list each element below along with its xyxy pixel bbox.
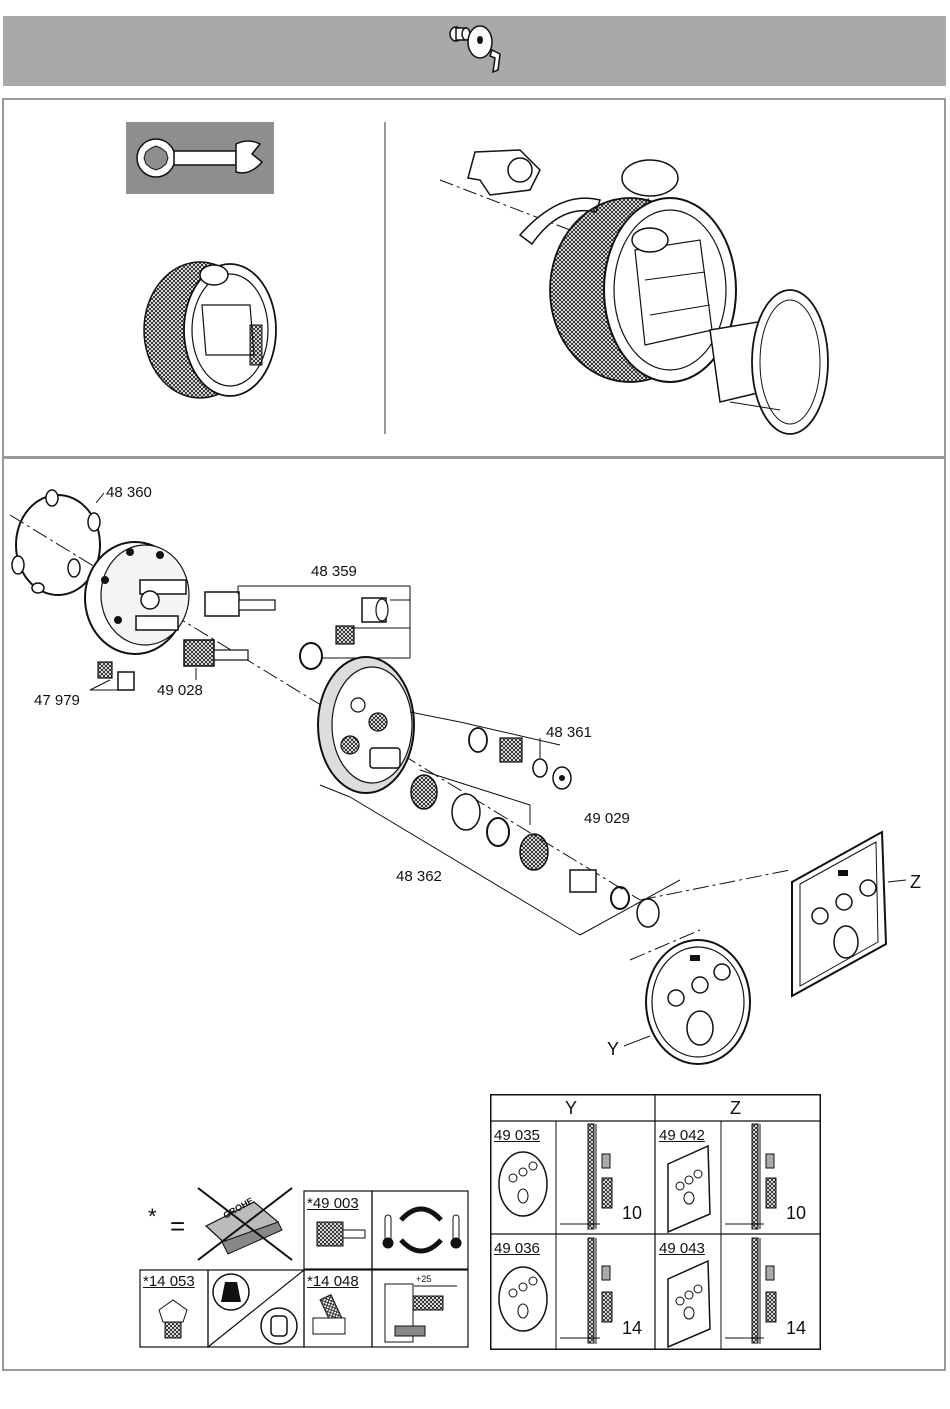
accessory-code-49003: *49 003 bbox=[307, 1196, 359, 1211]
part-label-z: Z bbox=[910, 873, 921, 891]
part-label-49028: 49 028 bbox=[157, 683, 203, 698]
table-z-code-row2: 49 043 bbox=[659, 1241, 705, 1256]
table-y-dim-row1: 10 bbox=[622, 1204, 642, 1222]
accessory-code-14053: *14 053 bbox=[143, 1274, 195, 1289]
table-z-dim-row2: 14 bbox=[786, 1319, 806, 1337]
part-label-48360: 48 360 bbox=[106, 485, 152, 500]
table-header-z: Z bbox=[730, 1099, 741, 1117]
table-y-code-row2: 49 036 bbox=[494, 1241, 540, 1256]
part-label-48359: 48 359 bbox=[311, 564, 357, 579]
parts-kit-icon bbox=[440, 20, 510, 80]
wrench-icon bbox=[130, 130, 270, 186]
top-section-divider bbox=[384, 122, 386, 434]
accessory-grid bbox=[139, 1190, 469, 1348]
part-label-47979: 47 979 bbox=[34, 693, 80, 708]
table-header-y: Y bbox=[565, 1099, 577, 1117]
accessory-code-14048: *14 048 bbox=[307, 1274, 359, 1289]
main-exploded-diagram bbox=[0, 460, 950, 1080]
part-label-49029: 49 029 bbox=[584, 811, 630, 826]
part-label-48362: 48 362 bbox=[396, 869, 442, 884]
table-y-dim-row2: 14 bbox=[622, 1319, 642, 1337]
table-z-dim-row1: 10 bbox=[786, 1204, 806, 1222]
part-label-48361: 48 361 bbox=[546, 725, 592, 740]
knurled-ring-small bbox=[130, 245, 290, 405]
accessory-plus25: +25 bbox=[416, 1275, 431, 1284]
part-label-y: Y bbox=[607, 1040, 619, 1058]
table-y-code-row1: 49 035 bbox=[494, 1128, 540, 1143]
table-z-code-row1: 49 042 bbox=[659, 1128, 705, 1143]
handle-exploded-view bbox=[420, 140, 850, 440]
